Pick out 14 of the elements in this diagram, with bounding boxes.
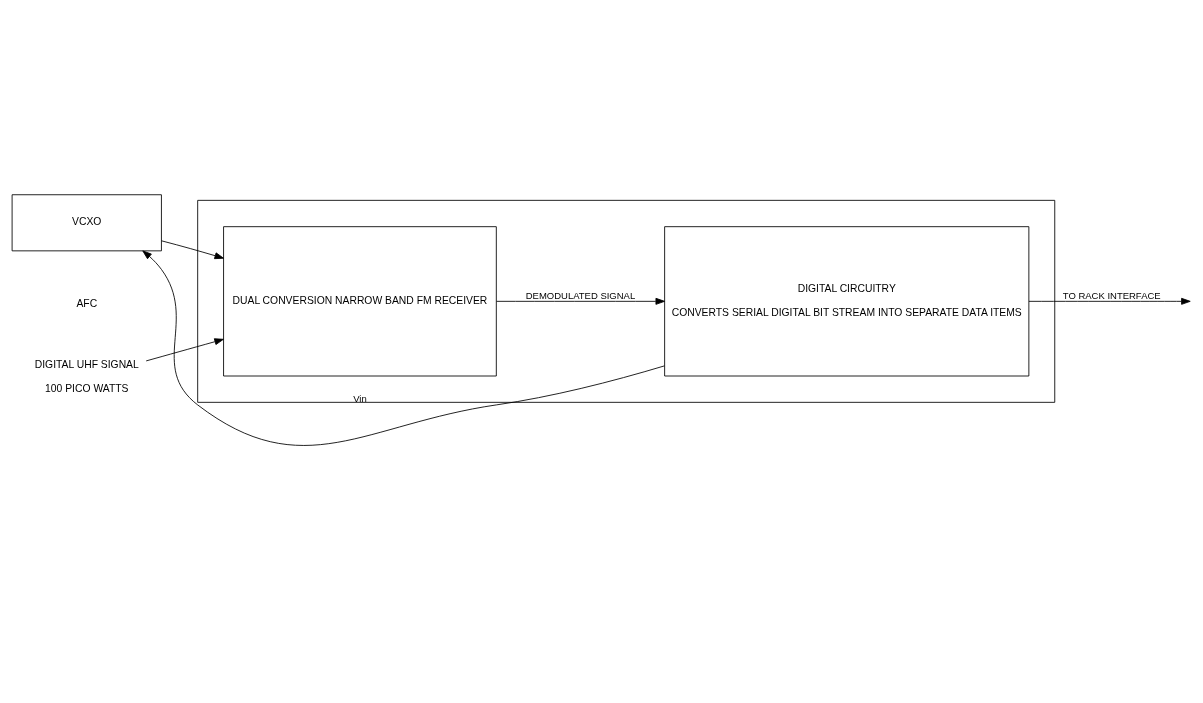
arrow: [1028, 297, 1191, 305]
edge-label: Vin: [353, 393, 367, 405]
node-box: VCXO: [11, 194, 162, 252]
node-text: DIGITAL UHF SIGNAL 100 PICO WATTS: [34, 359, 139, 394]
node-box: DIGITAL CIRCUITRY CONVERTS SERIAL DIGITAL BIT STREAM INTO SEPARATE DATA ITEMS: [664, 226, 1030, 377]
arrow: [145, 338, 224, 362]
cluster: [197, 199, 1056, 403]
arrow: [142, 250, 665, 446]
node-box: DUAL CONVERSION NARROW BAND FM RECEIVER: [223, 226, 497, 377]
edge-label: DEMODULATED SIGNAL: [525, 289, 636, 301]
label: AFC: [76, 297, 98, 309]
arrow: [161, 240, 224, 260]
arrow: [496, 297, 665, 305]
edge-label: TO RACK INTERFACE: [1062, 289, 1161, 301]
